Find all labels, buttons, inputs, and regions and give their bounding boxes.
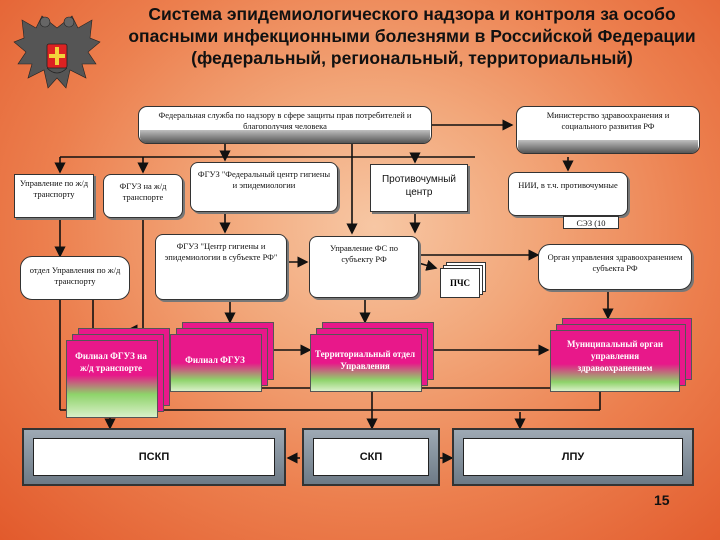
branch-fguz-label: Филиал ФГУЗ bbox=[185, 355, 245, 365]
transport-mgmt-label: Управление по ж/д транспорту bbox=[19, 178, 89, 199]
municipal-sheet-front bbox=[550, 330, 680, 392]
ministry-label: Министерство здравоохранения и социально… bbox=[546, 110, 670, 131]
fguz-transport-box: ФГУЗ на ж/д транспорте bbox=[103, 174, 183, 218]
transport-dept-box: отдел Управления по ж/д транспорту bbox=[20, 256, 130, 300]
lpu-box: ЛПУ bbox=[452, 428, 694, 486]
branch-transport-stack: Филиал ФГУЗ на ж/д транспорте bbox=[66, 328, 170, 418]
health-subject-label: Орган управления здравоохранением субъек… bbox=[547, 252, 683, 273]
municipal-stack: Муниципальный орган управления здравоохр… bbox=[550, 318, 692, 392]
fed-service-label: Федеральная служба по надзору в сфере за… bbox=[158, 110, 412, 131]
sez-box: СЭЗ (10 bbox=[563, 216, 619, 229]
fguz-subject-box: ФГУЗ "Центр гигиены и эпидемиологии в су… bbox=[155, 234, 287, 300]
fguz-federal-box: ФГУЗ "Федеральный центр гигиены и эпидем… bbox=[190, 162, 338, 212]
transport-dept-label: отдел Управления по ж/д транспорту bbox=[29, 265, 121, 286]
antiplague-label: Противочумный центр bbox=[381, 174, 457, 198]
branch-transport-sheet-front bbox=[66, 340, 158, 418]
branch-fguz-sheet-front bbox=[170, 334, 262, 392]
ministry-band bbox=[518, 140, 698, 153]
pchs-stack: ПЧС bbox=[440, 262, 488, 298]
pskp-box: ПСКП bbox=[22, 428, 286, 486]
fed-service-band bbox=[140, 130, 430, 143]
skp-label: СКП bbox=[313, 438, 429, 476]
skp-box: СКП bbox=[302, 428, 440, 486]
territorial-label: Территориальный отдел Управления bbox=[314, 349, 416, 371]
branch-fguz-stack: Филиал ФГУЗ bbox=[170, 322, 274, 392]
fs-subject-label: Управление ФС по субъекту РФ bbox=[329, 243, 399, 264]
fs-subject-box: Управление ФС по субъекту РФ bbox=[309, 236, 419, 298]
nii-box: НИИ, в т.ч. противочумные bbox=[508, 172, 628, 216]
sez-label: СЭЗ (10 bbox=[576, 218, 606, 228]
territorial-stack: Территориальный отдел Управления bbox=[310, 322, 434, 392]
health-subject-box: Орган управления здравоохранением субъек… bbox=[538, 244, 692, 290]
territorial-sheet-front bbox=[310, 334, 422, 392]
page-number: 15 bbox=[654, 492, 670, 508]
pchs-sheet: ПЧС bbox=[440, 268, 480, 298]
fguz-subject-label: ФГУЗ "Центр гигиены и эпидемиологии в су… bbox=[164, 241, 278, 262]
nii-label: НИИ, в т.ч. противочумные bbox=[518, 180, 618, 190]
pskp-label: ПСКП bbox=[33, 438, 275, 476]
municipal-label: Муниципальный орган управления здравоохр… bbox=[566, 339, 664, 373]
fguz-federal-label: ФГУЗ "Федеральный центр гигиены и эпидем… bbox=[197, 169, 331, 190]
lpu-label: ЛПУ bbox=[463, 438, 683, 476]
transport-mgmt-box: Управление по ж/д транспорту bbox=[14, 174, 94, 218]
pchs-label: ПЧС bbox=[449, 278, 471, 288]
branch-transport-label: Филиал ФГУЗ на ж/д транспорте bbox=[75, 351, 147, 373]
fguz-transport-label: ФГУЗ на ж/д транспорте bbox=[119, 181, 167, 202]
page-title: Система эпидемиологического надзора и ко… bbox=[128, 4, 696, 68]
emblem-icon bbox=[13, 15, 101, 89]
antiplague-box: Противочумный центр bbox=[370, 164, 468, 212]
